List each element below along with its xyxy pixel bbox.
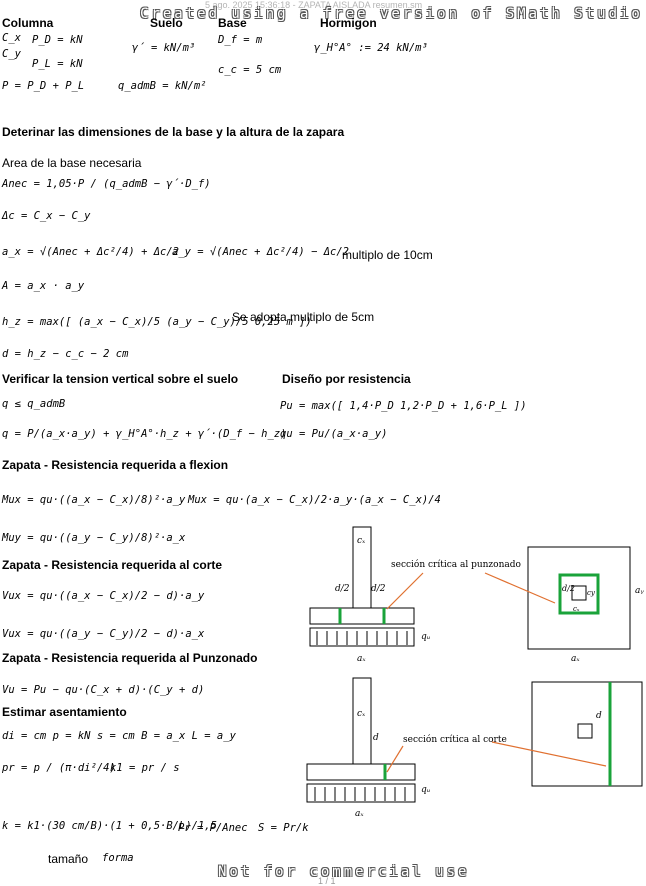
label-d-2: d [373, 733, 379, 743]
eq-S: S = Pr/k [258, 822, 309, 834]
label-ax-plan: aₓ [571, 654, 580, 664]
section-flexion-title: Zapata - Resistencia requerida a flexion [2, 458, 229, 472]
eq-k: k = k1·(30 cm/B)·(1 + 0,5·B/L)/1,5 [2, 820, 217, 832]
label-d2-left: d/2 [335, 584, 350, 594]
column-shape-2 [352, 677, 372, 766]
page-number: 1 / 1 [318, 876, 336, 886]
eq-asent-defs: di = cm p = kN s = cm B = a_x L = a_y [2, 730, 236, 742]
eq-d: d = h_z − c_c − 2 cm [2, 348, 129, 360]
var-pl: P_L = kN [32, 58, 83, 70]
label-d2-right: d/2 [371, 584, 386, 594]
watermark-top: Created using a free version of SMath St… [140, 6, 643, 22]
eq-Pr: Pr = P/Anec [178, 822, 248, 834]
label-ax-2: aₓ [355, 809, 364, 819]
watermark-footer: Not for commercial use [218, 864, 470, 880]
eq-hz: h_z = max([ (a_x − C_x)/5 (a_y − C_y)/5 … [2, 316, 312, 328]
eq-area: A = a_x · a_y [2, 280, 85, 292]
eq-muy: Muy = qu·((a_y − C_y)/8)²·a_x [2, 532, 186, 544]
pressure-arrows-2 [314, 787, 406, 801]
critical-perimeter [558, 573, 600, 615]
label-forma: forma [102, 852, 134, 864]
pointer-arrow-corte [386, 745, 404, 773]
label-critical-corte: sección crítica al corte [403, 734, 507, 745]
eq-anec: Anec = 1,05·P / (q_admB − γ´·D_f) [2, 178, 211, 190]
note-multiplo-10: multiplo de 10cm [342, 248, 433, 262]
heading-hormigon: Hormigon [320, 16, 377, 30]
eq-qu: qu = Pu/(a_x·a_y) [280, 428, 388, 440]
var-gamma-hormigon: γ_H°A° := 24 kN/m³ [314, 42, 428, 54]
header-timestamp: 5 ago. 2025 15:36:18 - ZAPATA AISLADA re… [205, 0, 423, 10]
var-cx: C_x [2, 32, 21, 44]
soil-pressure-box-2 [306, 783, 416, 803]
label-ay: aᵧ [635, 586, 644, 596]
eq-mux-alt: Mux = qu·(a_x − C_x)/2·a_y·(a_x − C_x)/4 [188, 494, 441, 506]
eq-delta-c: Δc = C_x − C_y [2, 210, 91, 222]
eq-ay: a_y = √(Anec + Δc²/4) − Δc/2 [172, 246, 350, 258]
footing-shape-2 [306, 763, 416, 781]
section-punzonado-title: Zapata - Resistencia requerida al Punzon… [2, 651, 258, 665]
eq-mux: Mux = qu·((a_x − C_x)/8)²·a_y [2, 494, 186, 506]
column-plan-2 [577, 723, 593, 739]
var-cy: C_y [2, 48, 21, 60]
heading-base: Base [218, 16, 247, 30]
diagram-punzonado-section: cₓ d/2 d/2 sección crítica al punzonado … [309, 526, 521, 664]
note-multiplo-5: Se adopta multiplo de 5cm [232, 310, 375, 324]
var-cc: c_c = 5 cm [218, 64, 282, 76]
label-tamano: tamaño [48, 852, 89, 866]
label-cx-2: cₓ [357, 709, 366, 719]
var-pd: P_D = kN [32, 34, 83, 46]
diagram-punzonado-plan: d/2 cy cₓ aᵧ aₓ [484, 546, 644, 664]
soil-pressure-box [309, 627, 415, 647]
section-asentamiento-title: Estimar asentamiento [2, 705, 127, 719]
var-qadm: q_admB = kN/m² [118, 80, 207, 92]
heading-suelo: Suelo [150, 16, 183, 30]
pointer-arrow [386, 572, 424, 610]
eq-pu: Pu = max([ 1,4·P_D 1,2·P_D + 1,6·P_L ]) [280, 400, 527, 412]
eq-q-check: q ≤ q_admB [2, 398, 66, 410]
column-plan [571, 585, 587, 601]
var-df: D_f = m [218, 34, 263, 46]
eq-k1: k1 = pr / s [110, 762, 180, 774]
label-qu-2: qᵤ [421, 785, 431, 795]
section-tension-title: Verificar la tension vertical sobre el s… [2, 372, 239, 386]
eq-vux-1: Vux = qu·((a_x − C_x)/2 − d)·a_y [2, 590, 205, 602]
label-ax: aₓ [357, 654, 366, 664]
label-qu: qᵤ [421, 632, 431, 642]
heading-columna: Columna [2, 16, 54, 30]
section-dimensions-title: Deterinar las dimensiones de la base y l… [2, 125, 345, 139]
section-corte-title: Zapata - Resistencia requerida al corte [2, 558, 223, 572]
eq-vux-2: Vux = qu·((a_y − C_y)/2 − d)·a_x [2, 628, 205, 640]
label-cy: cy [587, 589, 596, 597]
eq-vu: Vu = Pu − qu·(C_x + d)·(C_y + d) [2, 684, 205, 696]
label-d2-plan: d/2 [562, 584, 575, 593]
diagram-corte-plan: d [491, 681, 643, 787]
eq-ax: a_x = √(Anec + Δc²/4) + Δc/2 [2, 246, 180, 258]
eq-q: q = P/(a_x·a_y) + γ_H°A°·h_z + γ´·(D_f −… [2, 428, 287, 440]
diagram-corte-section: cₓ d sección crítica al corte qᵤ aₓ [306, 677, 507, 819]
footing-shape [309, 607, 415, 625]
label-d-plan: d [596, 711, 602, 721]
var-gamma-suelo: γ´ = kN/m³ [132, 42, 196, 54]
label-critical-punzonado: sección crítica al punzonado [391, 559, 521, 570]
label-cx: cₓ [357, 536, 366, 546]
pointer-arrow-plan-2 [491, 741, 607, 767]
eq-p: P = P_D + P_L [2, 80, 85, 92]
pressure-arrows [316, 631, 408, 645]
section-resistencia-title: Diseño por resistencia [282, 372, 411, 386]
label-cx-plan: cₓ [573, 605, 580, 613]
pointer-arrow-plan [484, 572, 556, 604]
subtitle-area: Area de la base necesaria [2, 156, 142, 170]
eq-pr: pr = p / (π·di²/4) [2, 762, 116, 774]
